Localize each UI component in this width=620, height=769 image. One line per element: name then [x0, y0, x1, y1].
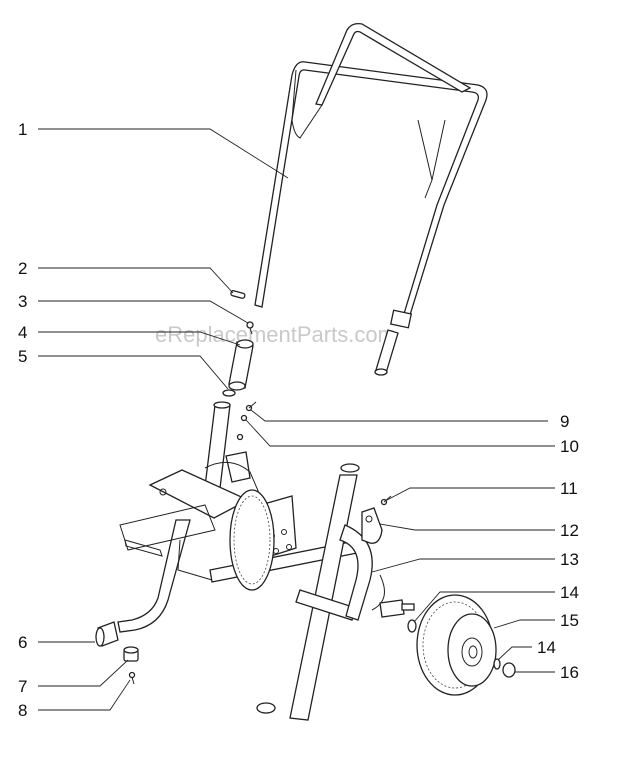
- callout-15: 15: [560, 611, 579, 630]
- part-washer-14b: [493, 658, 501, 670]
- callout-10: 10: [560, 437, 579, 456]
- callout-2: 2: [18, 259, 27, 278]
- leader-lines: [38, 128, 555, 711]
- callout-4: 4: [18, 323, 27, 342]
- callout-1: 1: [18, 120, 27, 139]
- part-screw-3: [246, 321, 254, 335]
- part-frame: [117, 401, 385, 721]
- part-sleeve: [228, 339, 254, 391]
- callout-16: 16: [560, 663, 579, 682]
- callout-12: 12: [560, 521, 579, 540]
- part-axle-stub: [379, 599, 415, 618]
- part-bolts-9-10: [236, 401, 257, 441]
- callout-13: 13: [560, 550, 579, 569]
- callout-11: 11: [560, 479, 578, 498]
- part-screw-11: [380, 495, 392, 506]
- callout-6: 6: [18, 633, 27, 652]
- part-end-cap: [95, 621, 119, 647]
- part-washer-5: [222, 389, 236, 397]
- callout-3: 3: [18, 292, 27, 311]
- callout-5: 5: [18, 347, 27, 366]
- watermark-text: eReplacementParts.com: [155, 322, 396, 347]
- callout-14b: 14: [537, 638, 556, 657]
- callout-9: 9: [560, 412, 569, 431]
- part-washer-14a: [407, 619, 417, 633]
- callout-14a: 14: [560, 583, 579, 602]
- callout-labels: 1 2 3 4 5 6 7 8 9 10 11 12 13 14 15 14 1…: [18, 120, 579, 720]
- part-handle: [254, 22, 488, 376]
- part-hub-cap: [502, 662, 516, 678]
- part-bushing: [123, 646, 139, 662]
- part-screw-8: [128, 671, 136, 685]
- part-bracket-12: [361, 507, 383, 544]
- callout-8: 8: [18, 701, 27, 720]
- callout-7: 7: [18, 677, 27, 696]
- part-wheel: [416, 594, 497, 696]
- part-pin: [230, 290, 246, 299]
